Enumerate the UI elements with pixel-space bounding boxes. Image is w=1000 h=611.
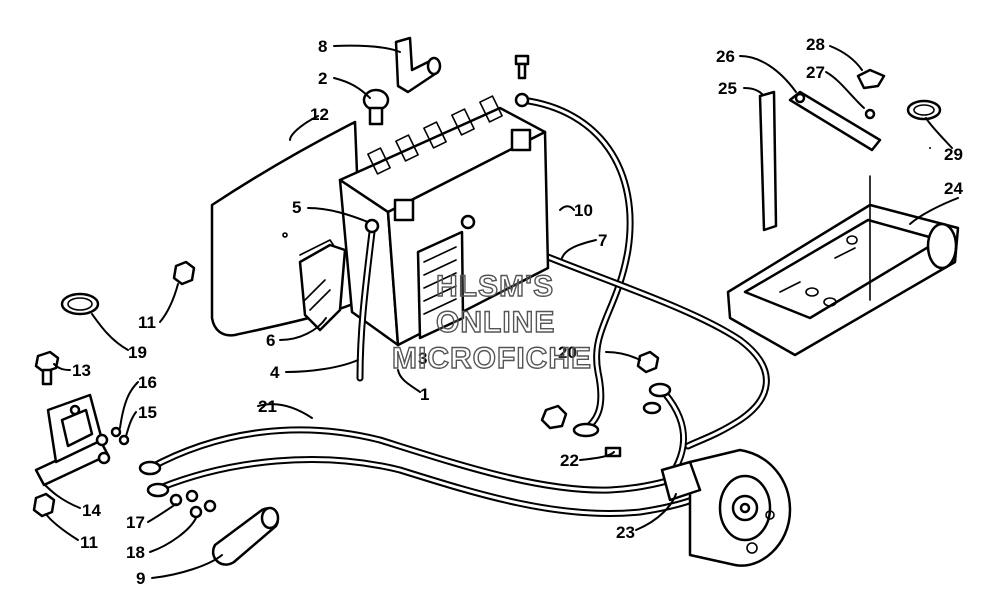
callout-29: 29 <box>944 145 963 164</box>
leader-lines <box>43 44 959 579</box>
callout-25: 25 <box>718 79 737 98</box>
callout-6: 6 <box>266 331 275 350</box>
callout-13: 13 <box>72 361 91 380</box>
solenoid-cable-lugs <box>138 460 170 498</box>
callout-11-upper: 11 <box>138 313 156 332</box>
callout-23: 23 <box>616 523 635 542</box>
part-20-nut <box>636 350 660 374</box>
callout-3: 3 <box>418 349 427 368</box>
callout-16: 16 <box>138 373 157 392</box>
part-14-solenoid <box>34 393 111 487</box>
callout-17: 17 <box>126 513 145 532</box>
part-11-nut-upper <box>172 260 196 286</box>
part-19-clamp <box>60 292 100 316</box>
battery-terminal-positive <box>393 198 415 222</box>
part-13-bolt <box>34 350 60 386</box>
part-2-vent-fitting <box>362 88 390 126</box>
part-24-battery-tray <box>726 203 960 357</box>
screw-top <box>514 54 530 80</box>
part-5-fitting <box>364 218 380 234</box>
part-8-terminal-boot <box>394 36 442 94</box>
starter-terminal-lugs <box>642 382 672 415</box>
part-28-nut <box>856 68 886 90</box>
callout-28: 28 <box>806 35 825 54</box>
part-11-nut-lower <box>32 492 56 518</box>
watermark: HLSM'S ONLINE MICROFICHE <box>391 269 592 375</box>
callout-1: 1 <box>420 385 429 404</box>
callout-4: 4 <box>270 363 280 382</box>
part-9-boot <box>212 506 280 566</box>
callout-21: 21 <box>258 397 277 416</box>
callout-18: 18 <box>126 543 145 562</box>
part-15-nut <box>118 434 130 446</box>
starter-motor <box>688 448 792 567</box>
battery-terminal-negative <box>510 128 532 152</box>
callout-10: 10 <box>574 201 593 220</box>
part-25-strap <box>758 90 778 232</box>
battery-cell-caps <box>367 95 503 175</box>
callout-2: 2 <box>318 69 327 88</box>
part-23-boot <box>660 460 702 502</box>
callout-14: 14 <box>82 501 101 520</box>
callout-22: 22 <box>560 451 579 470</box>
watermark-line-2: ONLINE <box>436 306 555 339</box>
callout-15: 15 <box>138 403 157 422</box>
callout-labels: 8 2 12 5 6 4 1 3 10 7 11 19 13 16 15 14 … <box>72 35 963 588</box>
part-4-vent-hose <box>356 228 376 382</box>
callout-26: 26 <box>716 47 735 66</box>
callout-7: 7 <box>598 231 607 250</box>
callout-20: 20 <box>558 343 577 362</box>
cable-10-lug <box>540 404 600 438</box>
part-29-clamp <box>906 99 942 121</box>
callout-5: 5 <box>292 198 301 217</box>
callout-27: 27 <box>806 63 825 82</box>
part-27-rod <box>864 108 876 301</box>
ring-terminals <box>460 92 530 230</box>
callout-19: 19 <box>128 343 147 362</box>
part-16-washer <box>110 426 122 438</box>
callout-8: 8 <box>318 37 327 56</box>
watermark-line-1: HLSM'S <box>436 270 554 303</box>
cable-7 <box>464 218 770 450</box>
callout-12: 12 <box>310 105 329 124</box>
callout-24: 24 <box>944 179 963 198</box>
part-6-bracket <box>298 243 347 332</box>
part-17-nut <box>169 489 199 507</box>
watermark-line-3: MICROFICHE <box>392 342 592 375</box>
part-26-hold-down <box>788 90 882 152</box>
callout-11-lower: 11 <box>80 533 98 552</box>
cable-21 <box>146 426 719 518</box>
callout-9: 9 <box>136 569 145 588</box>
part-18-nut <box>189 499 217 519</box>
